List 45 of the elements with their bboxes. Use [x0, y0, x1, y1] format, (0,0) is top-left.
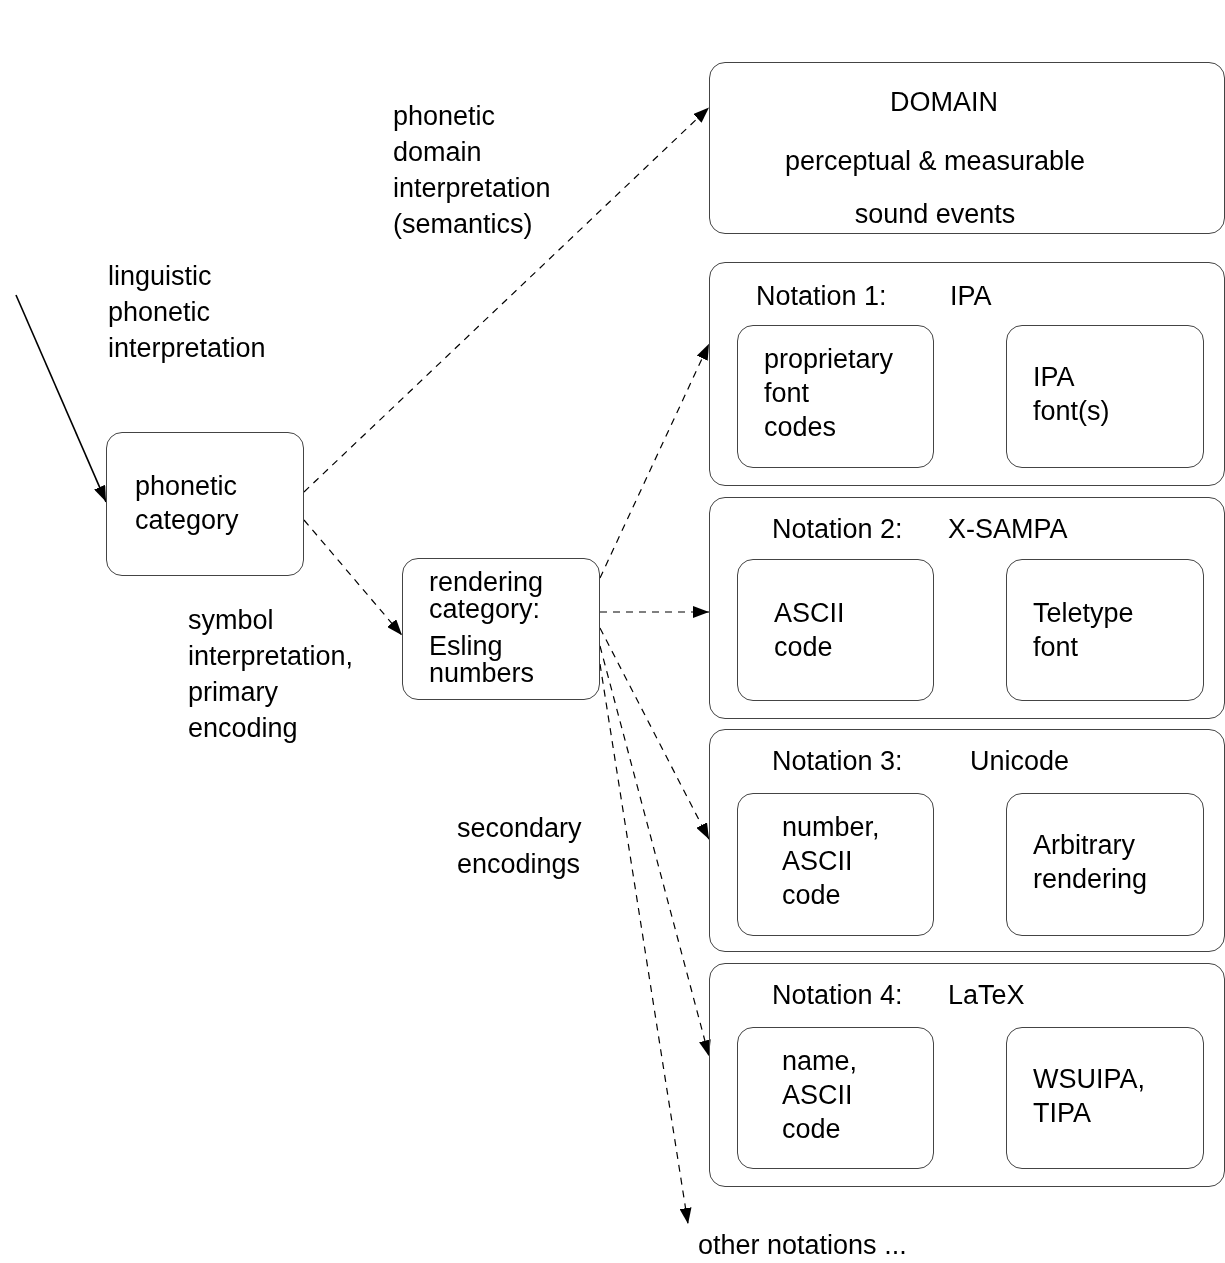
heading-text: Notation 1:	[756, 280, 887, 313]
node-text: Esling numbers	[429, 633, 535, 687]
notation-panel	[709, 262, 1225, 486]
encoding-box	[1006, 1027, 1204, 1169]
dashed-arrow	[599, 343, 710, 579]
node-text: X-SAMPA	[948, 513, 1068, 546]
notation-panel	[709, 729, 1225, 952]
dashed-arrow	[599, 645, 711, 1057]
notation-panel	[709, 963, 1225, 1187]
dashed-arrow	[599, 627, 710, 840]
node-text: LaTeX	[948, 979, 1025, 1012]
heading-text: DOMAIN	[890, 86, 998, 119]
node-text: IPA	[950, 280, 992, 313]
node-text: phonetic category	[135, 470, 239, 537]
domain-box	[709, 62, 1225, 234]
heading-text: Notation 2:	[772, 513, 903, 546]
node-text: IPA font(s)	[1033, 361, 1110, 428]
node-text: name, ASCII code	[782, 1045, 858, 1146]
node-text: proprietary font codes	[764, 343, 894, 444]
dashed-arrow	[303, 519, 403, 636]
node-text: Unicode	[970, 745, 1070, 778]
encoding-box	[1006, 325, 1204, 468]
node-text: Teletype font	[1033, 597, 1134, 664]
node-text: number, ASCII code	[782, 811, 880, 912]
node-text: ASCII code	[774, 597, 845, 664]
notation-panel	[709, 497, 1225, 719]
encoding-box	[1006, 793, 1204, 936]
node-text: other notations ...	[698, 1229, 907, 1262]
arrow	[15, 294, 107, 503]
encoding-box	[737, 793, 934, 936]
heading-text: rendering category:	[429, 569, 544, 623]
category-box	[106, 432, 304, 576]
node-text: perceptual & measurable sound events	[783, 145, 1087, 231]
encoding-box	[1006, 559, 1204, 701]
dashed-arrow	[599, 663, 692, 1225]
heading-text: Notation 4:	[772, 979, 903, 1012]
category-box	[402, 558, 600, 700]
encoding-box	[737, 325, 934, 468]
node-text: WSUIPA, TIPA	[1033, 1063, 1145, 1130]
encoding-box	[737, 559, 934, 701]
dashed-arrow	[599, 606, 710, 618]
node-text: Arbitrary rendering	[1033, 829, 1148, 896]
heading-text: Notation 3:	[772, 745, 903, 778]
encoding-box	[737, 1027, 934, 1169]
dashed-arrow	[303, 106, 710, 493]
